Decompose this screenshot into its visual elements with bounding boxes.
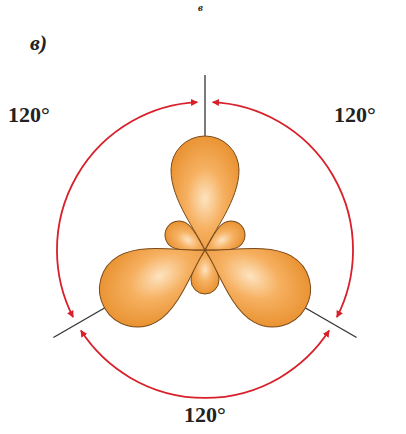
orbital (86, 136, 325, 341)
large-lobe (186, 217, 324, 341)
angle-arcs (57, 102, 353, 398)
panel-letter: в) (30, 32, 47, 54)
angle-label: 120° (184, 404, 226, 426)
angle-label: 120° (334, 104, 376, 126)
angle-arc (81, 331, 329, 398)
large-lobes (86, 136, 325, 341)
axes (53, 75, 356, 338)
angle-label: 120° (8, 104, 50, 126)
large-lobe (171, 136, 239, 250)
large-lobe (86, 217, 224, 341)
cropped-letter: в (198, 2, 203, 13)
